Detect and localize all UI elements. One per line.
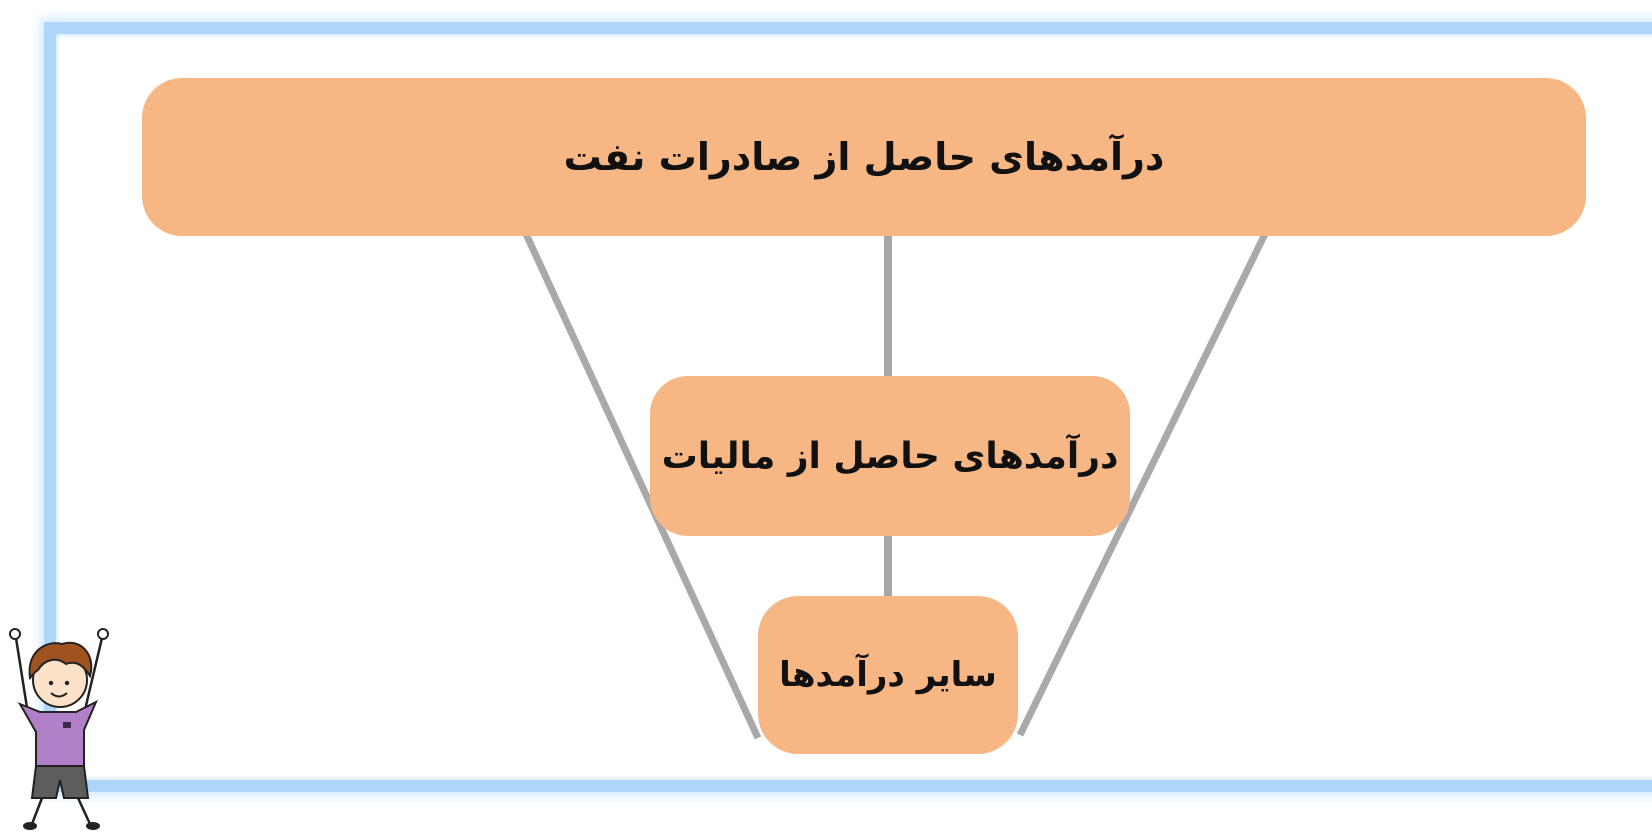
node-other-revenue-label: سایر درآمدها	[779, 655, 997, 695]
node-other-revenue: سایر درآمدها	[758, 596, 1018, 754]
cartoon-boy-icon	[9, 628, 109, 830]
node-oil-export-revenue-label: درآمدهای حاصل از صادرات نفت	[563, 135, 1165, 179]
connector-left-diagonal	[522, 232, 762, 740]
node-oil-export-revenue: درآمدهای حاصل از صادرات نفت	[142, 78, 1586, 236]
node-tax-revenue-label: درآمدهای حاصل از مالیات	[661, 435, 1119, 477]
connector-right-diagonal	[1016, 232, 1269, 737]
node-tax-revenue: درآمدهای حاصل از مالیات	[650, 376, 1130, 536]
